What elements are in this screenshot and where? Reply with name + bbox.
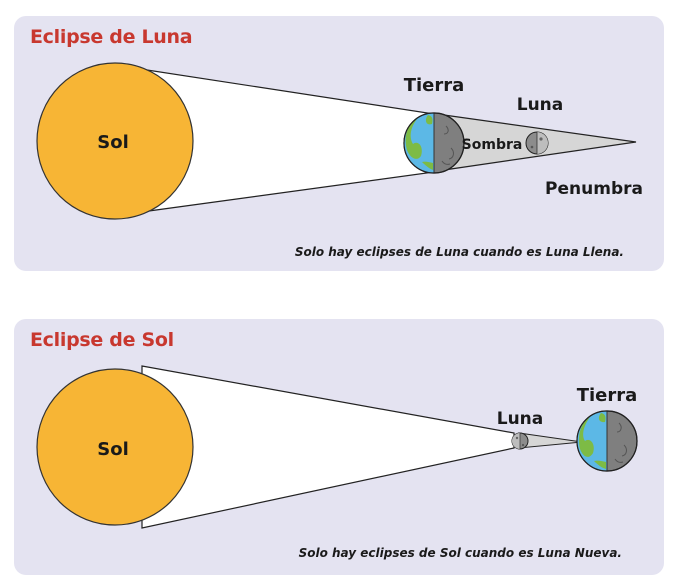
moon-label: Luna [517,95,564,115]
sun-label: Sol [97,439,129,460]
penumbra-label: Penumbra [545,179,643,199]
solar-eclipse-diagram: Sol Luna Tierra Solo hay eclipses de Sol… [36,365,638,560]
moon-label: Luna [497,409,544,429]
lunar-eclipse-panel: Eclipse de Luna Sol Tierra Luna [14,16,664,271]
earth-label: Tierra [577,385,638,406]
sun-label: Sol [97,132,129,153]
umbra-label: Sombra [462,137,523,153]
sun-circle [36,62,194,220]
sunlight-cone [141,365,515,529]
lunar-eclipse-caption: Solo hay eclipses de Luna cuando es Luna… [295,245,624,259]
solar-eclipse-title: Eclipse de Sol [30,329,174,351]
moon-globe [511,432,529,450]
lunar-eclipse-diagram: Sol Tierra Luna Sombra Penumbra Solo hay… [36,62,643,259]
solar-eclipse-caption: Solo hay eclipses de Sol cuando es Luna … [299,546,622,560]
earth-globe [403,112,465,174]
earth-globe [576,410,638,472]
solar-eclipse-panel: Eclipse de Sol Sol Luna Tierra [14,319,664,575]
moon-globe [525,131,549,155]
sun-circle [36,368,194,526]
lunar-eclipse-title: Eclipse de Luna [30,26,193,48]
earth-label: Tierra [404,75,465,96]
